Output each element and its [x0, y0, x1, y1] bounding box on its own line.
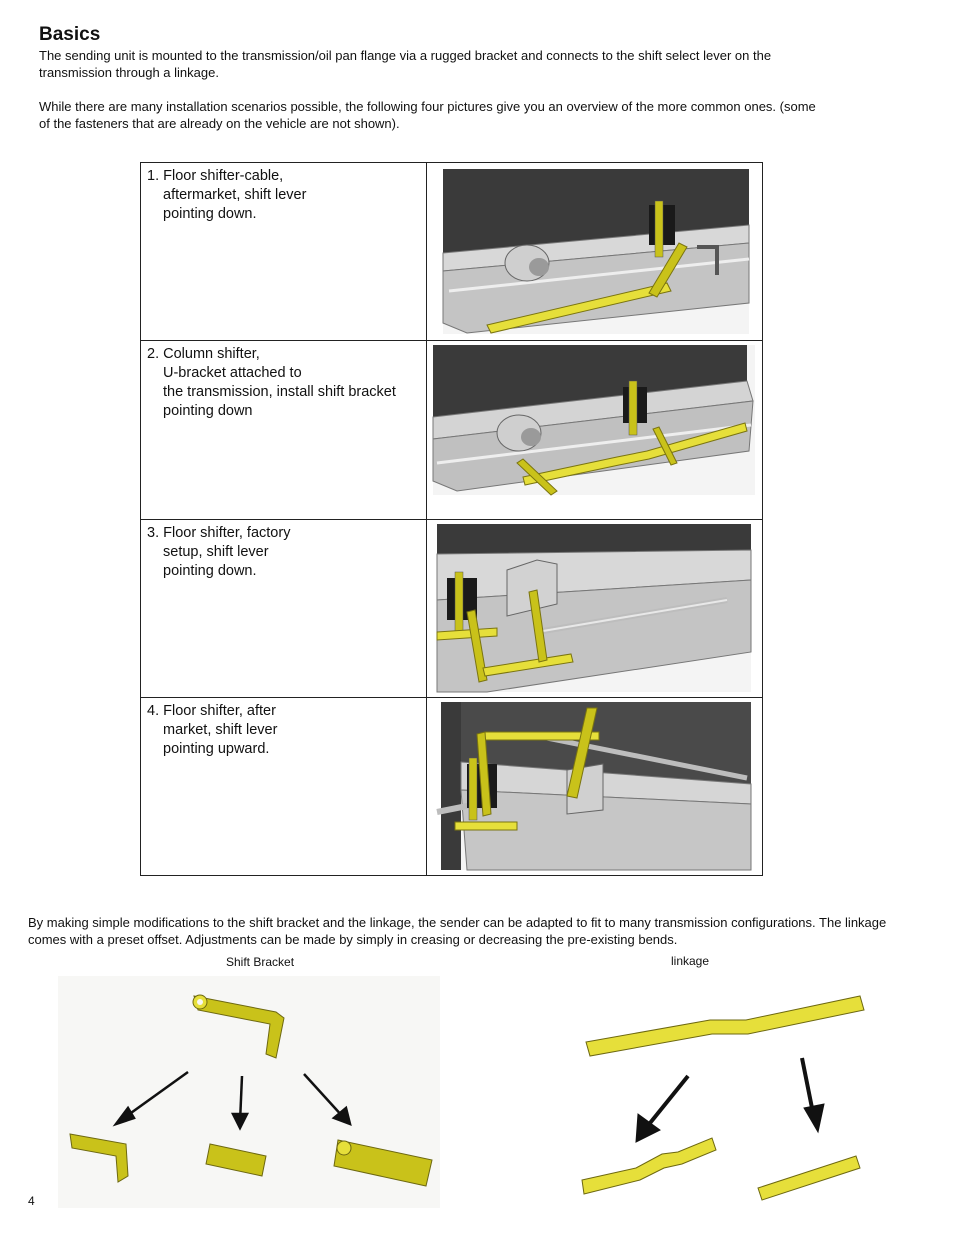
case-1-image-cell: [426, 161, 763, 342]
case-4-description: 4. Floor shifter, after market, shift le…: [140, 696, 427, 877]
case-1-line-2: aftermarket, shift lever: [163, 187, 307, 203]
section-heading: Basics: [39, 24, 101, 45]
case-2-description: 2. Column shifter, U-bracket attached to…: [140, 340, 427, 520]
case-3-image-cell: [426, 518, 763, 698]
intro-paragraph-1: The sending unit is mounted to the trans…: [39, 48, 772, 80]
case-3-line-2: setup, shift lever: [163, 543, 269, 560]
case-4-image-cell: [426, 696, 763, 877]
arrow-left-head: [112, 1105, 136, 1127]
linkage-variant-bent: [581, 1137, 717, 1195]
adaptation-paragraph: By making simple modifications to the sh…: [28, 915, 887, 947]
case-row-3: 3. Floor shifter, factory setup, shift l…: [140, 518, 763, 698]
case-2-image-cell: [426, 340, 763, 520]
case-1-illustration: [442, 169, 750, 334]
arrow-to-bent-linkage-head: [635, 1113, 661, 1143]
linkage-variant-straight: [757, 1155, 861, 1201]
shift-bracket-variant-right: [333, 1139, 433, 1187]
case-2-illustration: [432, 345, 755, 496]
case-3-description: 3. Floor shifter, factory setup, shift l…: [140, 518, 427, 698]
case-row-4: 4. Floor shifter, after market, shift le…: [140, 696, 763, 877]
shift-bracket-variant-left: [69, 1133, 129, 1183]
arrow-middle-head: [230, 1112, 250, 1131]
shift-bracket-original: [192, 994, 285, 1059]
case-4-illustration: [436, 701, 752, 871]
arrow-to-bent-linkage: [644, 1074, 690, 1130]
arrow-right: [303, 1073, 345, 1119]
case-4-line-3: pointing upward.: [163, 740, 270, 757]
case-3-illustration: [436, 523, 752, 692]
case-row-2: 2. Column shifter, U-bracket attached to…: [140, 340, 763, 520]
case-1-line-3: pointing down.: [163, 206, 257, 222]
case-2-line-3: the transmission, install shift bracket: [163, 384, 396, 401]
case-2-line-2: U-bracket attached to: [163, 365, 302, 382]
case-1-line-1: 1. Floor shifter-cable,: [147, 168, 284, 184]
case-row-1: 1. Floor shifter-cable, aftermarket, shi…: [140, 161, 763, 342]
linkage-original: [585, 995, 865, 1057]
case-3-line-3: pointing down.: [163, 562, 257, 579]
shift-bracket-variant-middle: [205, 1143, 267, 1177]
intro-paragraph-2: While there are many installation scenar…: [39, 99, 816, 131]
case-4-line-1: 4. Floor shifter, after: [147, 702, 276, 719]
arrow-to-straight-linkage-head: [803, 1103, 825, 1134]
case-4-line-2: market, shift lever: [163, 721, 278, 738]
shift-bracket-caption: Shift Bracket: [226, 955, 295, 969]
arrow-left: [123, 1070, 189, 1120]
linkage-diagram: [581, 995, 865, 1201]
shift-bracket-diagram: [58, 976, 440, 1208]
linkage-caption: linkage: [671, 954, 710, 968]
arrow-right-head: [331, 1105, 352, 1127]
installation-cases-table: 1. Floor shifter-cable, aftermarket, shi…: [140, 161, 763, 877]
case-2-line-4: pointing down: [163, 403, 253, 420]
case-2-line-1: 2. Column shifter,: [147, 346, 260, 363]
page-number: 4: [28, 1194, 35, 1208]
case-3-line-1: 3. Floor shifter, factory: [147, 524, 291, 541]
case-1-description: 1. Floor shifter-cable, aftermarket, shi…: [140, 161, 427, 342]
